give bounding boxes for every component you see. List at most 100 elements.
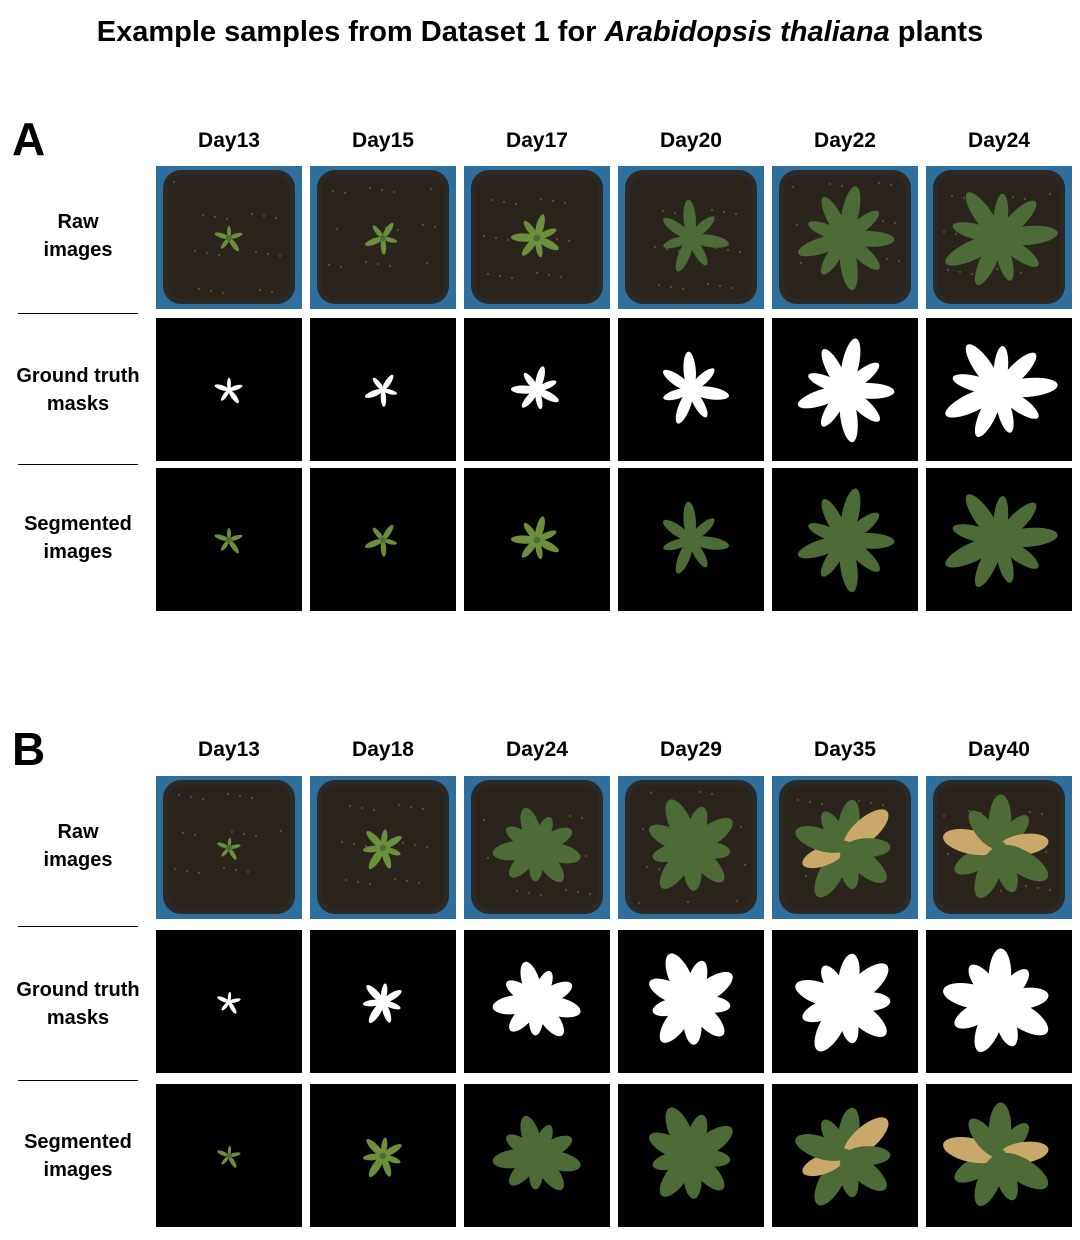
- soil-speck: [885, 257, 889, 261]
- leaf: [380, 237, 387, 255]
- leaf: [510, 385, 538, 394]
- plant-rosette: [214, 527, 243, 554]
- leaf: [228, 534, 243, 541]
- ground-truth-mask-graphic: [156, 318, 302, 461]
- soil-speck: [193, 833, 197, 837]
- raw-image-graphic: [464, 776, 610, 919]
- leaf: [663, 236, 692, 249]
- rosette-center: [991, 382, 1007, 398]
- leaf: [839, 389, 858, 443]
- soil-speck: [201, 213, 205, 217]
- row-label-ground-truth-masks: Ground truth masks: [0, 362, 156, 418]
- title-prefix: Example samples from Dataset 1 for: [96, 16, 605, 48]
- soil-speck: [637, 901, 641, 905]
- soil-speck: [502, 200, 506, 204]
- soil-speck: [710, 208, 714, 212]
- soil-speck: [1036, 886, 1040, 890]
- soil-speck: [380, 188, 384, 192]
- panel-a-day-label: Day22: [814, 129, 876, 152]
- plant-rosette: [795, 953, 891, 1052]
- soil-speck: [820, 802, 824, 806]
- leaf: [945, 537, 1000, 568]
- soil-speck: [421, 807, 425, 811]
- soil-speck: [221, 291, 225, 295]
- panel-a-day-label: Day20: [660, 129, 722, 152]
- segmented-image: [310, 468, 456, 611]
- leaf: [844, 539, 880, 572]
- row-label-line: Raw: [57, 211, 99, 233]
- soil-speck: [738, 250, 742, 254]
- soil-speck: [397, 803, 401, 807]
- rosette-center: [531, 1150, 543, 1162]
- plant-rosette: [364, 222, 397, 255]
- rosette-center: [380, 537, 386, 543]
- row-label-segmented-images: Segmented images: [0, 1128, 156, 1184]
- leaf: [974, 1155, 1004, 1206]
- soil-speck: [352, 842, 356, 846]
- soil-speck: [962, 196, 966, 200]
- leaf: [998, 502, 1037, 541]
- ground-truth-mask-graphic: [310, 930, 456, 1073]
- plant-rosette: [214, 225, 243, 252]
- soil-speck: [1048, 192, 1052, 196]
- leaf: [649, 978, 692, 1006]
- leaf: [797, 386, 846, 409]
- leaf: [690, 386, 729, 400]
- soil-speck: [735, 899, 739, 903]
- leaf: [690, 518, 715, 541]
- segmented-image-graphic: [618, 1084, 764, 1227]
- soil-speck: [584, 854, 588, 858]
- leaf: [382, 1154, 401, 1164]
- rosette-center: [837, 840, 853, 856]
- row-separator: [18, 464, 138, 465]
- leaf: [535, 389, 543, 410]
- leaf: [536, 1150, 581, 1172]
- leaf: [663, 538, 692, 551]
- soil-speck: [498, 274, 502, 278]
- leaf: [683, 199, 696, 239]
- ground-truth-mask: [156, 930, 302, 1073]
- raw-image: [772, 776, 918, 919]
- plant-rosette: [217, 837, 241, 860]
- leaf: [690, 368, 715, 391]
- row-separator: [18, 313, 138, 314]
- soil-speck: [364, 260, 368, 264]
- segmented-image: [772, 468, 918, 611]
- soil-speck: [563, 201, 567, 205]
- leaf: [795, 1134, 846, 1161]
- leaf: [366, 830, 384, 849]
- soil-speck: [877, 181, 881, 185]
- plant-rosette: [795, 799, 891, 898]
- leaf: [227, 225, 231, 238]
- row-label-line: Segmented: [24, 513, 132, 535]
- raw-image-graphic: [156, 776, 302, 919]
- soil-speck: [555, 237, 559, 241]
- leaf: [214, 534, 230, 541]
- leaf: [675, 389, 693, 424]
- soil-speck: [734, 212, 738, 216]
- soil-speck: [396, 228, 400, 232]
- plant-rosette: [364, 374, 397, 407]
- leaf: [998, 1152, 1049, 1190]
- row-label-line: Ground truth: [16, 979, 140, 1001]
- plant-rosette: [663, 351, 729, 424]
- segmented-image-graphic: [310, 468, 456, 611]
- soil-speck: [234, 868, 238, 872]
- leaf: [536, 842, 581, 864]
- soil-speck: [942, 814, 946, 818]
- leaf: [535, 237, 543, 258]
- leaf: [534, 1124, 553, 1157]
- leaf: [795, 826, 846, 853]
- leaf: [974, 389, 1002, 437]
- soil-speck: [266, 252, 270, 256]
- segmented-image: [464, 468, 610, 611]
- soil-speck: [730, 286, 734, 290]
- row-label-line: images: [43, 1159, 113, 1181]
- plant-rosette: [364, 524, 397, 557]
- leaf: [382, 374, 394, 391]
- soil-speck: [567, 239, 571, 243]
- rosette-center: [379, 1152, 387, 1160]
- leaf: [808, 523, 846, 543]
- soil-speck: [1028, 810, 1032, 814]
- leaf: [536, 996, 581, 1018]
